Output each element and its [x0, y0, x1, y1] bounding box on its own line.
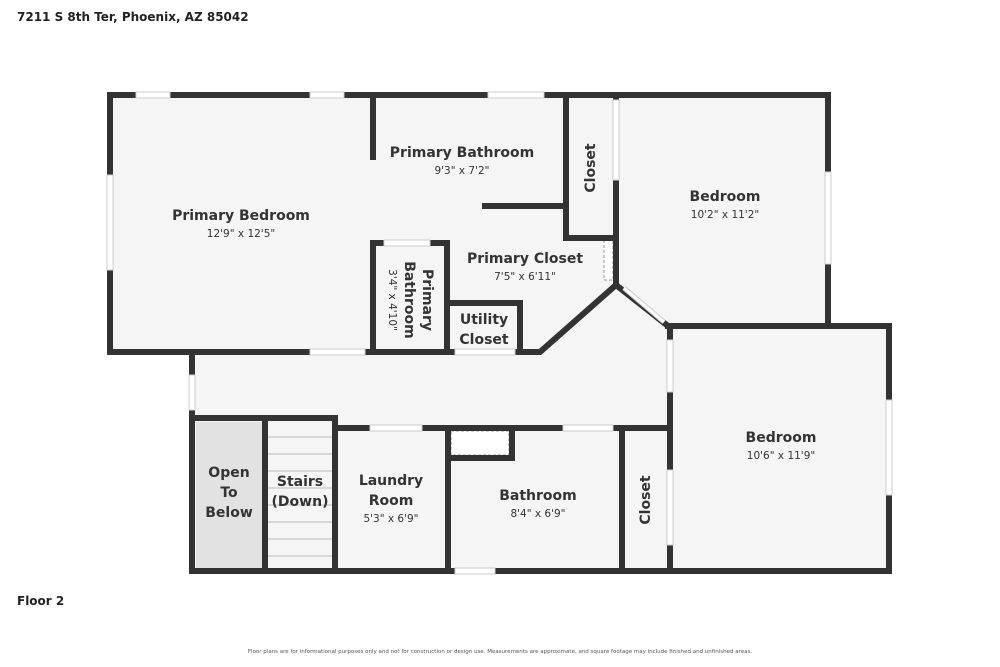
room-name: Primary Bedroom: [172, 208, 310, 224]
hatched-area: [450, 430, 510, 456]
room-name: Closet: [459, 332, 509, 348]
room-name: Bedroom: [746, 430, 817, 446]
room-name: Closet: [638, 475, 654, 525]
room-dimensions: 8'4" x 6'9": [510, 508, 565, 520]
room-dimensions: 10'2" x 11'2": [691, 209, 759, 221]
address: 7211 S 8th Ter, Phoenix, AZ 85042: [17, 10, 249, 24]
room-name: Bedroom: [690, 189, 761, 205]
disclaimer: Floor plans are for informational purpos…: [247, 649, 753, 655]
room-name: To: [220, 485, 238, 501]
room-dimensions: 3'4" x 4'10": [386, 269, 398, 331]
room-name: Room: [369, 493, 414, 509]
room-name: Below: [205, 505, 253, 521]
room-name: Primary Bathroom: [390, 145, 534, 161]
floor-label: Floor 2: [17, 594, 65, 608]
room-name: Primary Closet: [467, 251, 583, 267]
room-name: Closet: [583, 143, 599, 193]
room-name: Primary: [419, 269, 435, 331]
room-name: Bathroom: [401, 261, 417, 339]
room-dimensions: 9'3" x 7'2": [434, 165, 489, 177]
hatched-area: [603, 239, 614, 281]
floor-area: [110, 95, 889, 571]
room-dimensions: 12'9" x 12'5": [207, 228, 275, 240]
room-name: Laundry: [359, 473, 423, 489]
open-to-below-area: [196, 422, 262, 568]
room-dimensions: 5'3" x 6'9": [363, 513, 418, 525]
room-name: Open: [208, 465, 249, 481]
room-name: (Down): [272, 494, 329, 510]
room-name: Stairs: [277, 474, 323, 490]
room-dimensions: 7'5" x 6'11": [494, 271, 556, 283]
windows-doors: [106, 91, 893, 575]
room-name: Bathroom: [499, 488, 577, 504]
stairs-treads: [268, 436, 332, 557]
room-name: Utility: [460, 312, 508, 328]
room-dimensions: 10'6" x 11'9": [747, 450, 815, 462]
